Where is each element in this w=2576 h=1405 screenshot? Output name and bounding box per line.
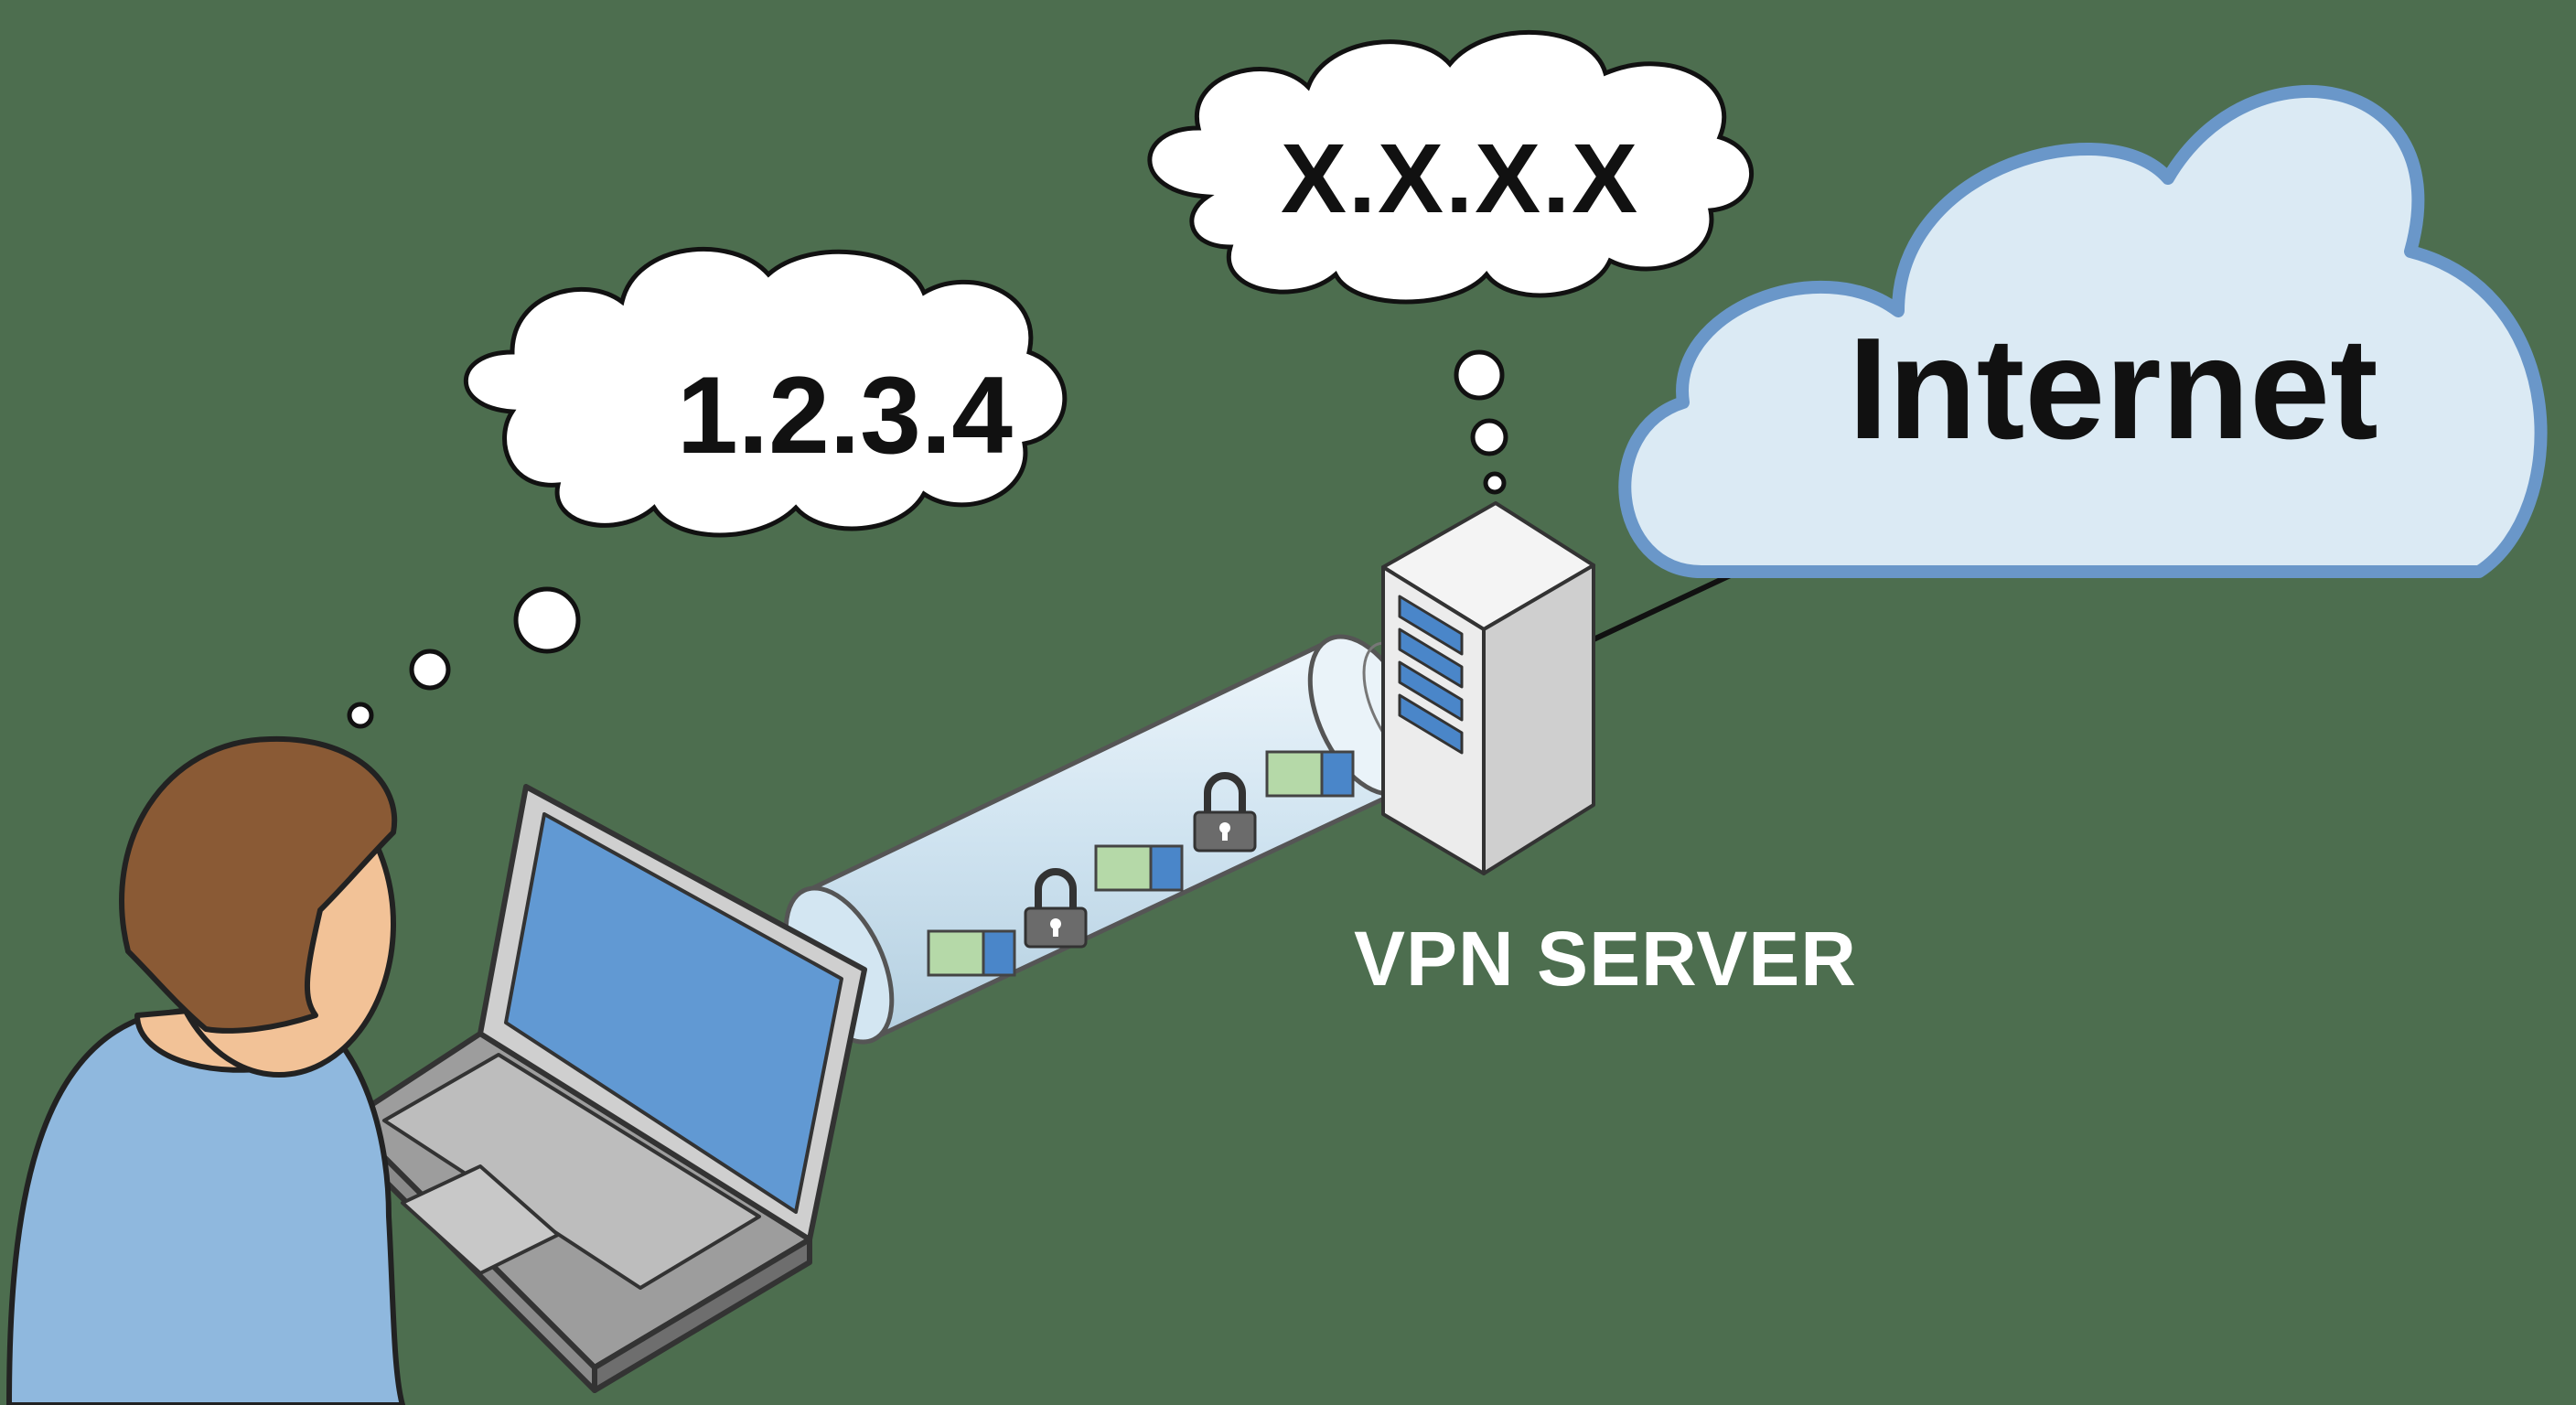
vpn-server-label: VPN SERVER (1354, 916, 1857, 1002)
data-packet (1094, 844, 1184, 892)
server-thought-bubble (1147, 30, 1755, 495)
padlock-icon (1024, 868, 1088, 949)
server-ip-label: X.X.X.X (1281, 123, 1640, 233)
data-packet (1265, 750, 1355, 798)
data-packet (927, 929, 1016, 977)
internet-label: Internet (1848, 308, 2378, 469)
laptop (345, 784, 867, 1393)
client-thought-bubble (347, 247, 1068, 729)
user-person (6, 735, 405, 1405)
internet-cloud (1618, 85, 2548, 578)
internet-link-line (1590, 569, 1740, 643)
server-tower (1381, 501, 1595, 875)
padlock-icon (1193, 772, 1257, 853)
client-ip-label: 1.2.3.4 (677, 354, 1013, 477)
